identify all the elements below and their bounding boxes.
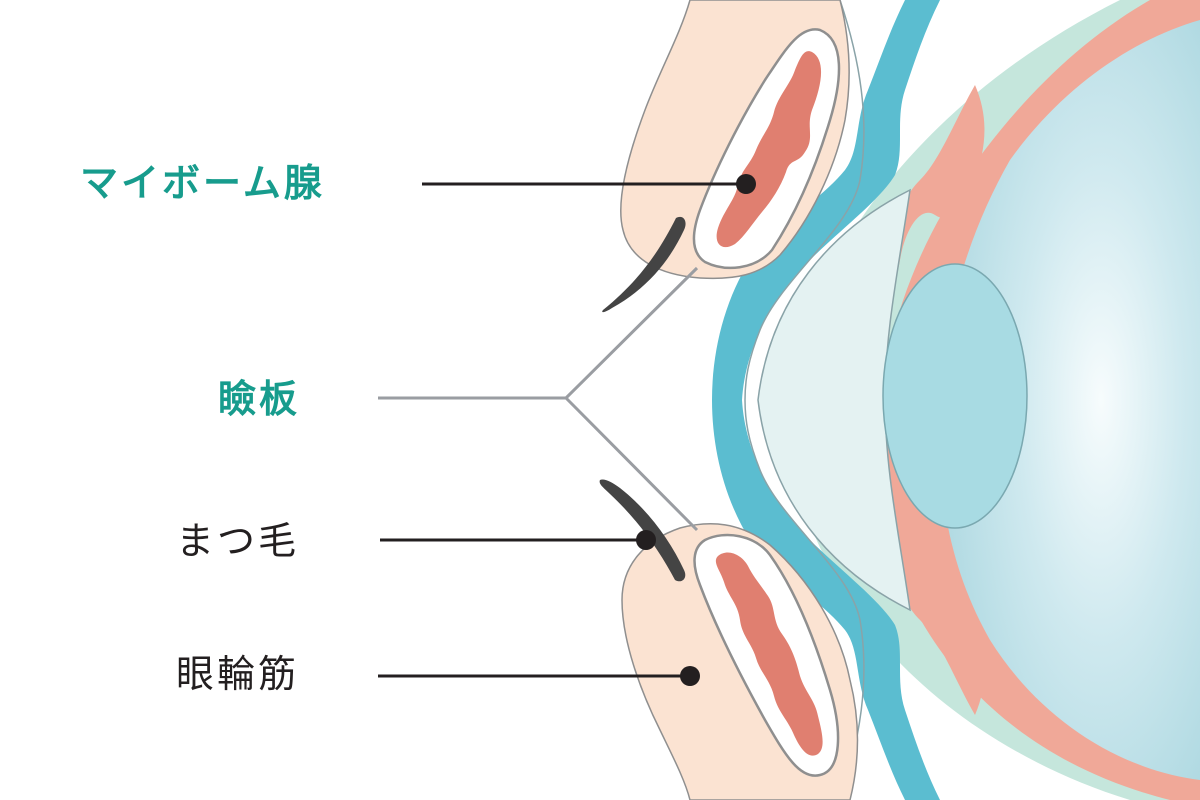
lower-eyelash — [599, 479, 686, 582]
meibomian-gland-label: マイボーム腺 — [80, 161, 325, 205]
upper-eyelash — [602, 216, 686, 313]
lens — [882, 263, 1028, 529]
orbicularis-leader-dot — [680, 666, 700, 686]
tarsus-leader-branch — [564, 396, 699, 532]
meibomian-leader-dot — [736, 174, 756, 194]
globe-outline — [744, 0, 865, 800]
eyelash-label: まつ毛 — [176, 519, 300, 563]
ciliary-body-upper — [873, 85, 985, 350]
eyelash-leader-dot — [636, 530, 656, 550]
tarsus-leader-line — [378, 266, 699, 400]
ciliary-body-lower — [873, 450, 985, 715]
eyeball — [939, 20, 1200, 780]
upper-meibomian-gland — [716, 51, 822, 248]
lower-meibomian-gland — [715, 552, 823, 756]
tarsus-label: 瞼板 — [218, 377, 301, 421]
orbicularis-muscle-label: 眼輪筋 — [176, 652, 300, 696]
